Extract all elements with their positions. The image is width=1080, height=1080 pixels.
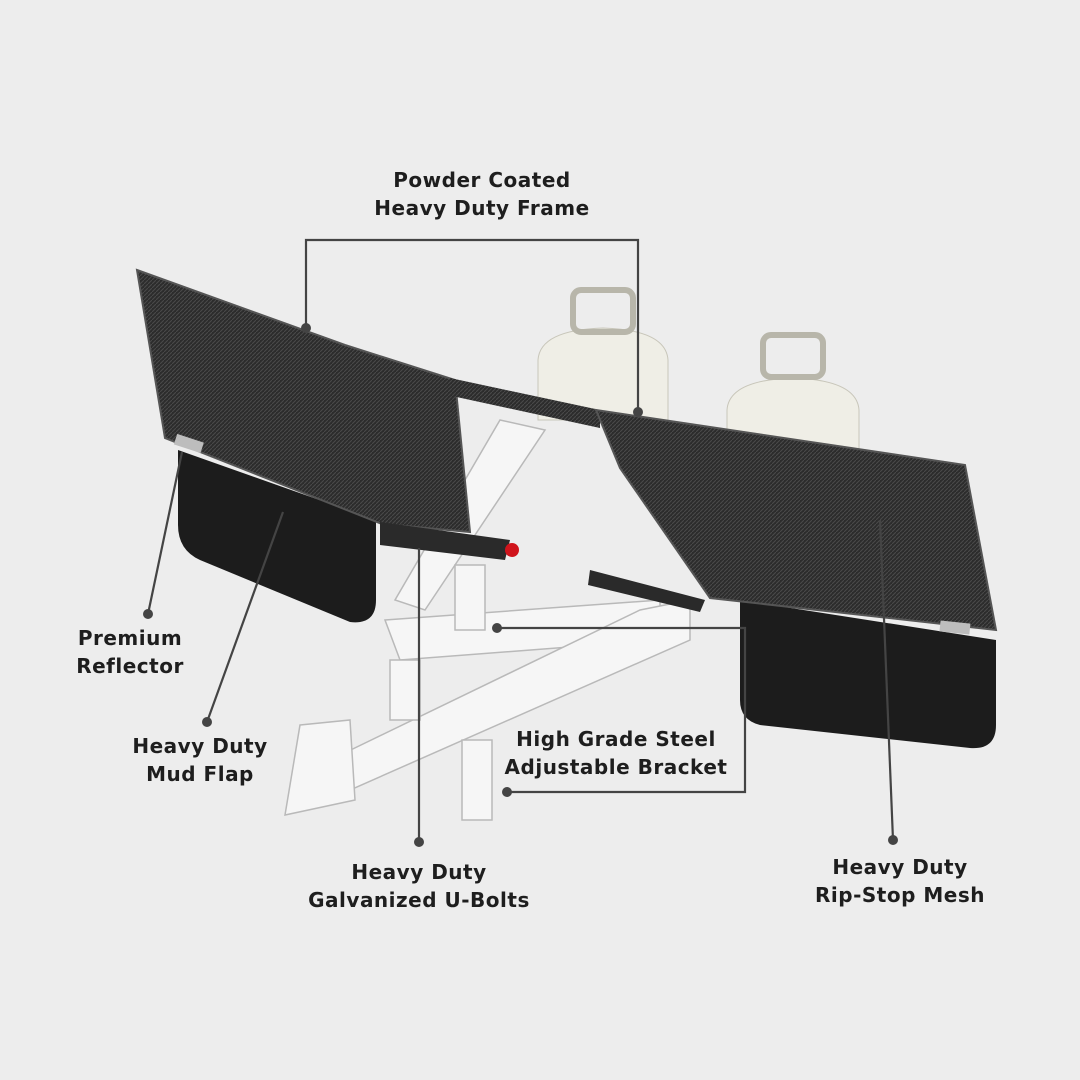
center-mesh-strip	[450, 378, 600, 428]
reflector	[173, 433, 204, 454]
reflector	[939, 620, 971, 635]
callout-bracket-line1: High Grade Steel	[516, 727, 716, 751]
callout-u-bolts: Heavy Duty Galvanized U-Bolts	[308, 858, 530, 914]
right-mesh-panel	[594, 408, 998, 632]
callout-reflector-line2: Reflector	[76, 654, 184, 678]
callout-dots	[143, 323, 898, 847]
bracket	[380, 522, 510, 560]
bracket	[588, 570, 705, 612]
callout-mesh-line1: Heavy Duty	[832, 855, 968, 879]
callout-mud-flap: Heavy Duty Mud Flap	[132, 732, 267, 788]
propane-tank	[537, 287, 669, 421]
callout-lines	[146, 238, 895, 842]
callout-bracket-line2: Adjustable Bracket	[504, 755, 728, 779]
callout-mesh-line2: Rip-Stop Mesh	[815, 883, 985, 907]
right-mud-flap	[740, 600, 996, 749]
valve-cap	[505, 543, 519, 557]
callout-mud-flap-line2: Mud Flap	[146, 762, 254, 786]
callout-u-bolts-line2: Galvanized U-Bolts	[308, 888, 530, 912]
callout-reflector-line1: Premium	[77, 626, 183, 650]
callout-reflector: Premium Reflector	[76, 624, 184, 680]
callout-u-bolts-line1: Heavy Duty	[351, 860, 487, 884]
callout-mesh: Heavy Duty Rip-Stop Mesh	[815, 853, 985, 909]
callout-bracket: High Grade Steel Adjustable Bracket	[505, 725, 728, 781]
callout-frame-line2: Heavy Duty Frame	[374, 196, 590, 220]
left-mesh-panel	[135, 268, 472, 534]
callout-frame: Powder Coated Heavy Duty Frame	[374, 166, 589, 222]
callout-frame-line1: Powder Coated	[393, 168, 571, 192]
callout-mud-flap-line1: Heavy Duty	[132, 734, 268, 758]
left-mud-flap	[178, 450, 376, 623]
